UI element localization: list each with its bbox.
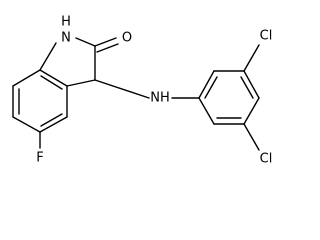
bond-ar4-ar5 — [243, 97, 260, 125]
atom-label-chlorine-bottom: Cl — [260, 152, 273, 167]
bond-c5-c4-inner — [40, 113, 63, 127]
bond-ar1-ar2-inner — [204, 76, 218, 99]
atom-label-amine-nh: NH — [150, 91, 170, 106]
atom-label-nh-indole-n: N — [61, 31, 71, 46]
atom-label-carbonyl-o: O — [122, 31, 132, 46]
bond-n1-c2 — [75, 37, 96, 47]
bond-c3-nh — [94, 79, 150, 99]
bond-c2-o-second — [96, 43, 119, 53]
chemical-structure-diagram: H N O NH F Cl Cl — [12, 15, 272, 167]
bond-c2-o — [94, 37, 117, 47]
bonds — [12, 37, 260, 151]
atom-labels: H N O NH F Cl Cl — [36, 15, 272, 167]
bond-ar5-cl — [243, 123, 260, 151]
bond-ar3-ar4-inner — [240, 76, 254, 99]
bond-c3a-c7a-inner — [40, 75, 63, 90]
bond-c3a-c7a — [39, 69, 68, 87]
bond-ar3-cl — [243, 44, 260, 72]
bond-c7a-n1 — [39, 42, 57, 71]
bond-c7a-c7 — [12, 69, 41, 87]
bond-c3-c3a — [66, 79, 96, 87]
bond-ar6-ar1 — [198, 97, 215, 125]
atom-label-fluorine: F — [36, 151, 43, 166]
atom-label-nh-indole-h: H — [61, 15, 71, 30]
bond-ar3-ar4 — [243, 70, 260, 99]
bond-ar1-ar2 — [198, 70, 215, 99]
bond-c6-c5 — [12, 116, 41, 133]
bond-c5-c4 — [39, 116, 68, 133]
atom-label-chlorine-top: Cl — [260, 29, 273, 44]
